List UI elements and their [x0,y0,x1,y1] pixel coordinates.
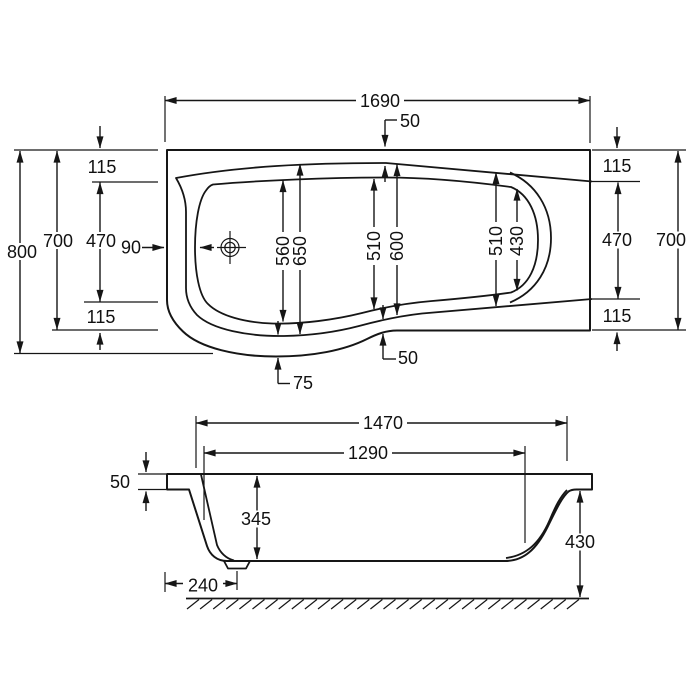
dim-elev-rim-thickness: 50 [110,452,166,511]
ground-hatching [186,599,580,610]
svg-text:650: 650 [290,236,310,266]
dim-plan-inner-width-right: 470 [592,180,640,300]
svg-text:50: 50 [400,111,420,131]
dim-plan-rim-115-bottom-right: 115 [603,306,632,351]
svg-text:1470: 1470 [363,413,403,433]
dim-plan-rim-115-top-left: 115 [88,126,117,177]
svg-text:1290: 1290 [348,443,388,463]
dim-plan-basin-430-right: 430 [507,188,527,291]
dim-plan-rim-top: 50 [381,111,420,182]
elevation-inner-wall-right [505,489,568,559]
dim-plan-inner-width-left: 470 [83,181,158,303]
svg-text:50: 50 [398,348,418,368]
dim-elev-waste-offset: 240 [164,571,238,596]
svg-text:470: 470 [602,230,632,250]
svg-text:470: 470 [86,231,116,251]
svg-text:510: 510 [364,231,384,261]
dim-elev-overall-height: 430 [561,490,598,598]
dim-plan-basin-560: 560 [273,180,293,322]
svg-text:1690: 1690 [360,91,400,111]
dim-plan-overall-length: 1690 [164,91,591,143]
svg-text:430: 430 [507,226,527,256]
svg-text:345: 345 [241,509,271,529]
svg-text:115: 115 [88,157,117,177]
elevation-inner-wall-left [200,474,235,562]
svg-text:115: 115 [603,156,632,176]
dim-plan-body-width-right: 700 [592,149,690,331]
plan-outer-outline [166,149,591,358]
svg-text:50: 50 [110,472,130,492]
dim-elev-base-length: 1290 [203,443,526,543]
svg-text:560: 560 [273,236,293,266]
plan-view: 1690 50 800 700 470 [4,91,690,393]
svg-text:115: 115 [603,306,632,326]
plan-seat-curve [509,171,552,304]
dim-plan-rim-510-right: 510 [486,172,506,307]
plan-rim-line [175,162,593,337]
svg-text:75: 75 [293,373,313,393]
svg-text:115: 115 [87,307,116,327]
dim-elev-rim-length: 1470 [195,413,568,468]
svg-text:800: 800 [7,242,37,262]
dim-plan-ledge: 75 [274,321,313,393]
svg-text:240: 240 [188,576,218,596]
svg-text:510: 510 [486,226,506,256]
drain-icon [199,231,246,264]
plan-basin-outline [194,176,539,325]
dim-plan-rim-600-mid: 600 [387,164,407,316]
elevation-waste-bump [223,560,251,570]
dim-plan-body-width-left: 700 [40,150,158,331]
svg-text:430: 430 [565,532,595,552]
dim-plan-basin-510-mid: 510 [364,178,384,310]
elevation-view: 1470 1290 50 345 430 [110,413,598,610]
svg-text:700: 700 [43,231,73,251]
elevation-outline [166,473,593,562]
dim-plan-rim-bottom: 50 [379,305,418,368]
svg-text:700: 700 [656,230,686,250]
dim-plan-rim-115-bottom-left: 115 [87,307,116,350]
dim-plan-rim-115-top-right: 115 [603,127,632,176]
dim-plan-rim-650: 650 [290,163,310,335]
dim-elev-inner-depth: 345 [238,475,275,560]
dim-plan-drain-offset: 90 [121,238,165,258]
dim-plan-overall-width: 800 [4,149,213,355]
svg-text:90: 90 [121,238,141,258]
svg-text:600: 600 [387,231,407,261]
